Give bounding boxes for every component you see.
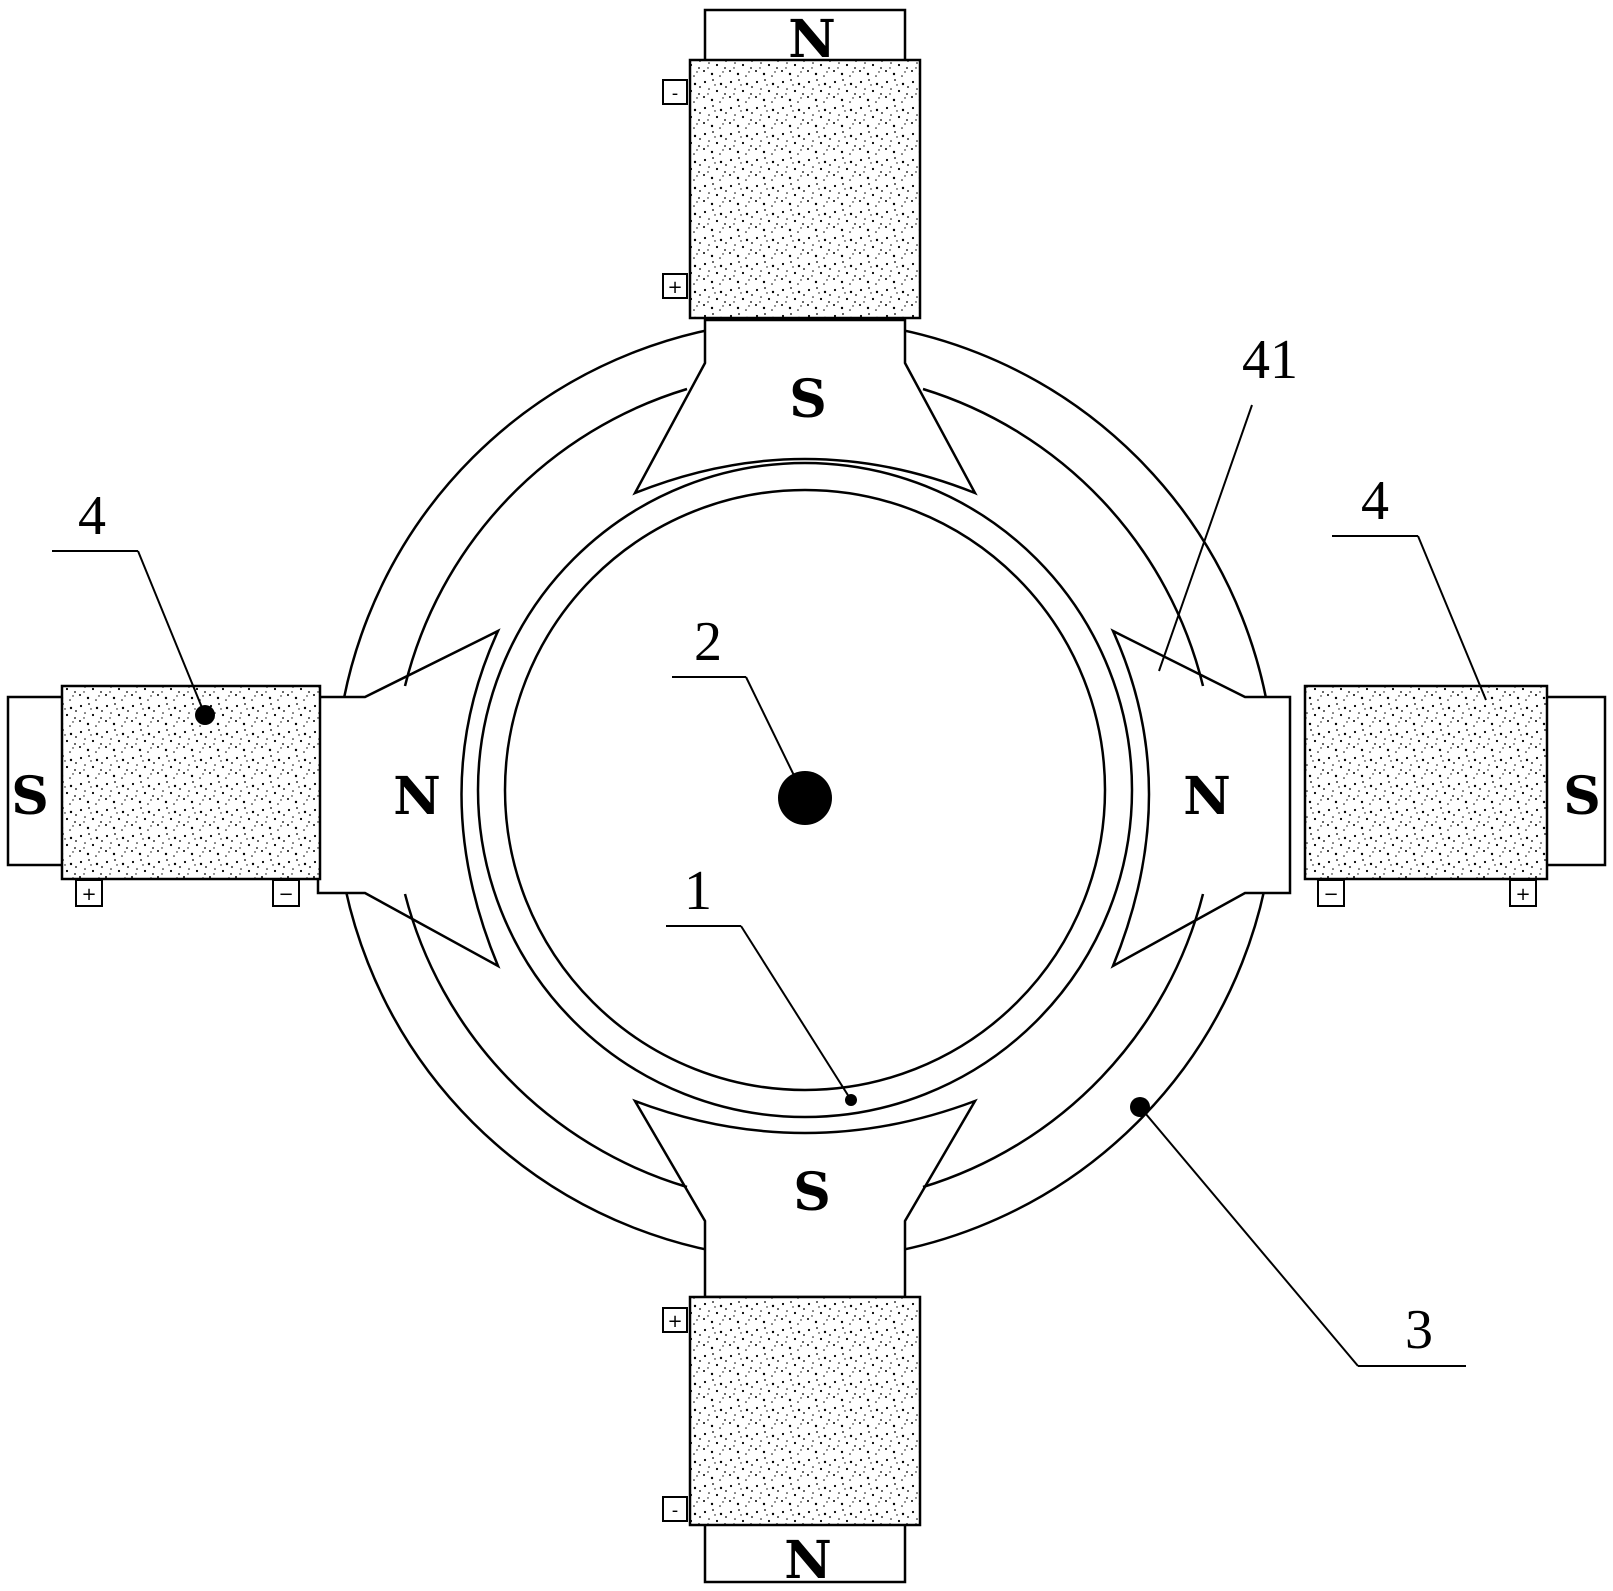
terminal-box [1509,879,1537,907]
terminal-box [662,1307,688,1333]
callout-shaft: 2 [694,611,722,673]
stator-inner-arc-ne [922,387,1205,687]
terminal-right-b: + [1515,884,1530,905]
terminal-box [1317,879,1345,907]
leader-left-coil [137,550,206,716]
terminal-box [272,879,300,907]
leader-dot-stator [1130,1097,1150,1117]
stator-inner-arc-nw [403,387,688,687]
terminal-left-a: + [81,884,96,905]
pole-label-right-outer: S [1563,766,1601,827]
terminal-top-lower: + [667,277,682,298]
pole-label-top-outer: N [788,9,836,70]
bottom-outer-cap [703,1518,907,1584]
terminal-box [662,79,688,105]
leader-right-coil [1417,535,1487,701]
terminal-bottom-lower: - [672,1500,679,1521]
leader-dot-rotor [845,1094,857,1106]
leader-rotor [740,925,852,1101]
terminal-bottom-upper: + [667,1311,682,1332]
rotor-inner-ring [503,488,1107,1092]
pole-label-right-inner: N [1183,766,1231,827]
rotor-outer-ring [476,461,1134,1119]
terminal-box [662,1496,688,1522]
stator-inner-arc-sw [403,893,688,1189]
callout-rotor: 1 [684,860,712,922]
terminal-box [75,879,103,907]
left-coil [60,684,322,881]
pole-label-top-inner: S [789,369,827,430]
callout-right-coil: 4 [1361,470,1389,532]
callout-left-coil: 4 [78,485,106,547]
callout-pole-tip: 41 [1242,329,1298,391]
pole-label-bottom-inner: S [793,1162,831,1223]
left-pole-piece [316,628,501,969]
bottom-coil [688,1295,922,1527]
pole-label-left-inner: N [393,766,441,827]
top-coil [688,58,922,320]
leader-shaft [745,676,806,799]
terminal-box [662,273,688,299]
bottom-pole-piece [632,1098,978,1299]
leader-dot-left-coil [195,705,215,725]
stator-inner-arc-se [922,893,1205,1189]
terminal-top-upper: - [672,83,679,104]
terminal-left-b: − [278,884,293,905]
pole-label-left-outer: S [11,766,49,827]
terminal-right-a: − [1323,884,1338,905]
leader-pole-tip [1158,404,1253,672]
right-coil [1303,684,1549,881]
pole-label-bottom-outer: N [784,1530,832,1591]
leader-stator [1139,1106,1359,1367]
right-pole-piece [1110,628,1292,969]
top-pole-piece [632,318,978,496]
callout-stator: 3 [1405,1299,1433,1361]
